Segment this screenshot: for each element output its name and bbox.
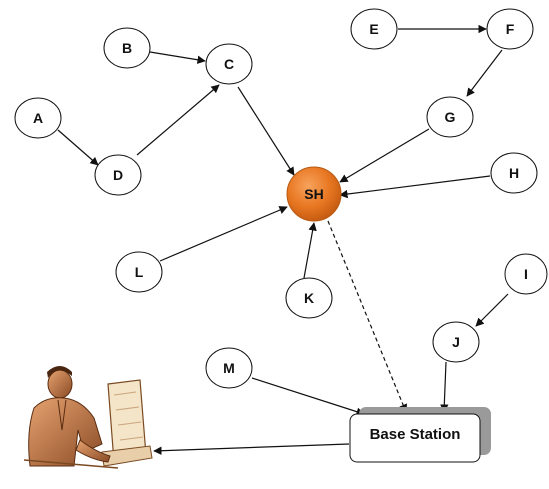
edge-sh-base [327,220,408,413]
node-a-label: A [33,110,43,126]
node-c: C [205,43,253,85]
node-m: M [205,347,253,389]
edge-j-base [440,361,449,413]
node-b-label: B [122,40,132,56]
node-h: H [490,152,538,194]
sink-node-label: SH [304,186,323,202]
edge-f-g [466,49,503,97]
node-d-label: D [113,167,123,183]
sink-node-sh: SH [286,166,342,222]
node-i-label: I [524,266,528,282]
node-l-label: L [135,264,144,280]
edge-i-j [475,293,509,327]
edge-h-sh [339,175,491,199]
edge-d-c [136,84,220,156]
node-g: G [426,96,474,138]
edge-m-base [251,377,365,416]
node-k: K [285,277,333,319]
node-g-label: G [445,109,456,125]
node-h-label: H [509,165,519,181]
node-b: B [103,27,151,69]
nodes: A B C D E F G H [14,8,548,389]
node-j: J [432,321,480,363]
base-station: Base Station [349,407,491,463]
node-f: F [486,8,534,50]
edge-base-user [153,443,350,455]
node-k-label: K [304,290,314,306]
node-c-label: C [224,56,234,72]
node-j-label: J [452,334,460,350]
node-i: I [504,253,548,295]
node-e-label: E [369,21,378,37]
node-m-label: M [223,360,235,376]
user-at-computer-icon [23,366,153,469]
node-d: D [94,154,142,196]
base-station-label: Base Station [370,426,461,443]
edge-c-sh [237,86,295,176]
edge-b-c [149,51,206,64]
edge-a-d [57,129,99,166]
edge-l-sh [159,206,288,262]
node-l: L [115,251,163,293]
edge-g-sh [339,128,430,183]
edge-k-sh [303,222,317,279]
edges [57,24,509,455]
node-e: E [350,8,398,50]
node-a: A [14,97,62,139]
node-f-label: F [506,21,515,37]
